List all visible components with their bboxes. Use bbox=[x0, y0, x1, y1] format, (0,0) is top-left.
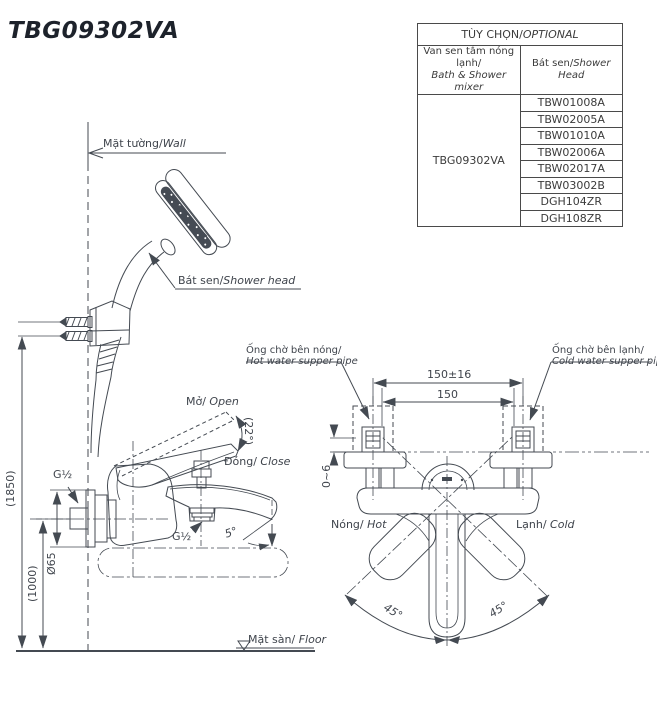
open-label: Mở/ Open bbox=[186, 395, 239, 408]
mount-screw-top bbox=[18, 316, 93, 328]
tub-phantom bbox=[97, 547, 289, 578]
shower-head-code: TBW01008A bbox=[519, 94, 623, 112]
height-mixer-label: (1000) bbox=[26, 565, 39, 602]
arc-45 bbox=[344, 594, 550, 641]
shower-head-code: TBW01010A bbox=[519, 127, 623, 145]
hot-pipe-label: Ống chờ bên nóng/Hot water supper pipe bbox=[246, 345, 358, 367]
table-header: TÙY CHỌN/OPTIONAL bbox=[417, 23, 623, 46]
wall-union bbox=[69, 507, 89, 530]
column-header-shower: Bát sen/Shower Head bbox=[519, 45, 623, 95]
arc-22 bbox=[235, 415, 248, 452]
mixer-body-side bbox=[107, 463, 178, 546]
wall-label: Mặt tường/Wall bbox=[103, 137, 186, 150]
thread-top-label: G½ bbox=[53, 468, 73, 481]
height-shower-label: (1850) bbox=[4, 470, 17, 507]
product-code-title: TBG09302VA bbox=[8, 18, 180, 44]
spout-side bbox=[165, 484, 278, 522]
mount-screw-bottom bbox=[18, 330, 93, 342]
shower-head-code: TBW03002B bbox=[519, 176, 623, 194]
handle-down bbox=[428, 514, 466, 638]
wall-gap-label: 0~6 bbox=[320, 464, 333, 488]
pitch-label: 150 bbox=[437, 388, 458, 401]
shower-head-code: TBW02005A bbox=[519, 110, 623, 128]
mixer-body-front bbox=[356, 487, 540, 515]
cold-label: Lạnh/ Cold bbox=[516, 518, 575, 531]
mixer-code-cell: TBG09302VA bbox=[417, 94, 521, 227]
flange-dia-label: Ø65 bbox=[45, 552, 58, 575]
shower-hose bbox=[90, 376, 112, 458]
lever-open bbox=[113, 411, 235, 477]
shower-head-label: Bát sen/Shower head bbox=[178, 274, 296, 287]
shower-bracket bbox=[89, 300, 131, 347]
table-header-vi: TÙY CHỌN/ bbox=[461, 28, 523, 41]
cold-pipe-label: Ống chờ bên lạnh/Cold water supper pipe bbox=[552, 345, 657, 367]
floor-label: Mặt sàn/ Floor bbox=[248, 633, 327, 646]
hot-label: Nóng/ Hot bbox=[331, 518, 387, 531]
shower-head-code: DGH104ZR bbox=[519, 193, 623, 211]
shower-head-axis bbox=[165, 190, 208, 237]
close-label: Đóng/ Close bbox=[224, 455, 291, 468]
hose-coil bbox=[95, 336, 122, 381]
shower-handle bbox=[111, 238, 176, 312]
lever-closed bbox=[115, 443, 239, 488]
floor-datum-triangle bbox=[237, 640, 251, 651]
optional-table: TÙY CHỌN/OPTIONAL Van sen tắm nóng lạnh/… bbox=[417, 23, 623, 227]
table-header-en: OPTIONAL bbox=[522, 28, 579, 41]
shower-head-shape bbox=[155, 169, 231, 256]
shower-head-code: TBW02017A bbox=[519, 160, 623, 178]
shower-head-code: TBW02006A bbox=[519, 143, 623, 161]
shower-head-code: DGH108ZR bbox=[519, 209, 623, 227]
column-header-mixer: Van sen tắm nóng lạnh/Bath & Shower mixe… bbox=[417, 45, 521, 95]
pitch-tol-label: 150±16 bbox=[427, 368, 472, 381]
diverter-knob bbox=[191, 460, 212, 489]
open-angle-label: (22°) bbox=[242, 417, 255, 446]
thread-bottom-label: G½ bbox=[172, 530, 192, 543]
wall-arrow bbox=[87, 147, 104, 159]
